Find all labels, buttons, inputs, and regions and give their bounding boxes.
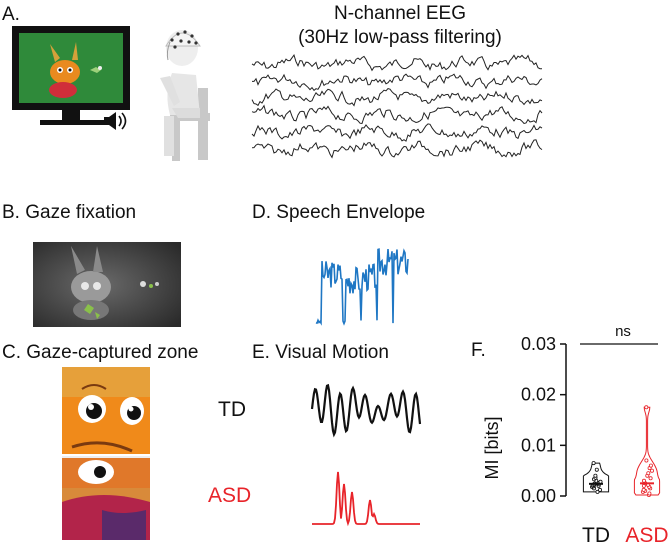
eeg-title: N-channel EEG (30Hz low-pass filtering) [250,2,550,50]
td-group-label-c: TD [218,398,246,421]
violin-asd [633,406,661,496]
data-point-asd [648,476,653,481]
panel-c-label: C. Gaze-captured zone [2,342,199,363]
tv-screen-illustration [12,26,130,130]
data-point-td [594,467,599,472]
data-point-asd [649,468,654,473]
data-point-asd [648,463,653,468]
eeg-channel-trace [251,54,543,72]
data-point-asd [647,491,652,496]
data-point-asd [641,478,646,483]
data-point-asd [644,458,649,463]
violin-td [582,462,610,493]
visual-motion-td-line [310,383,422,438]
data-point-td [591,461,596,466]
visual-motion-asd-line [312,471,420,527]
category-label-td: TD [582,524,610,547]
eeg-title-line2: (30Hz low-pass filtering) [298,27,502,48]
panel-a-label: A. [2,4,20,25]
data-point-td [593,473,598,478]
data-point-asd [641,487,646,492]
speaker-icon [104,112,127,130]
panel-e-label: E. Visual Motion [252,342,389,363]
y-tick-label: 0.02 [521,385,556,405]
gaze-fixation-frame [33,242,181,327]
gaze-zone-asd-image [62,456,150,540]
y-tick-label: 0.00 [521,486,556,506]
visual-motion-asd-trace [312,471,420,527]
eeg-channel-trace [251,88,543,107]
eeg-title-line1: N-channel EEG [333,3,466,24]
panel-f-label: F. [471,340,486,361]
mi-violin-chart: MI [bits] ns TD ASD 0.00 0.01 0.02 0.03 [482,323,669,547]
y-tick-label: 0.01 [521,435,556,455]
data-point-asd [646,471,651,476]
significance-label: ns [615,323,631,340]
speech-envelope-line [315,248,409,326]
data-point-asd [644,405,649,410]
eeg-traces [251,54,543,159]
speech-envelope-trace [315,248,409,326]
eeg-channel-trace [251,104,543,125]
child-with-eeg-cap-illustration [160,30,210,161]
eeg-channel-trace [251,139,543,159]
data-point-td [597,487,602,492]
panel-b-label: B. Gaze fixation [2,202,137,223]
asd-group-label-c: ASD [208,484,252,507]
y-axis-label: MI [bits] [482,416,502,479]
eeg-channel-trace [252,73,543,92]
data-point-td [595,489,600,494]
visual-motion-td-trace [310,383,422,438]
panel-d-label: D. Speech Envelope [252,202,426,223]
eeg-channel-trace [251,123,543,142]
category-label-asd: ASD [625,524,668,547]
gaze-zone-td-image [62,367,150,454]
y-tick-label: 0.03 [521,334,556,354]
